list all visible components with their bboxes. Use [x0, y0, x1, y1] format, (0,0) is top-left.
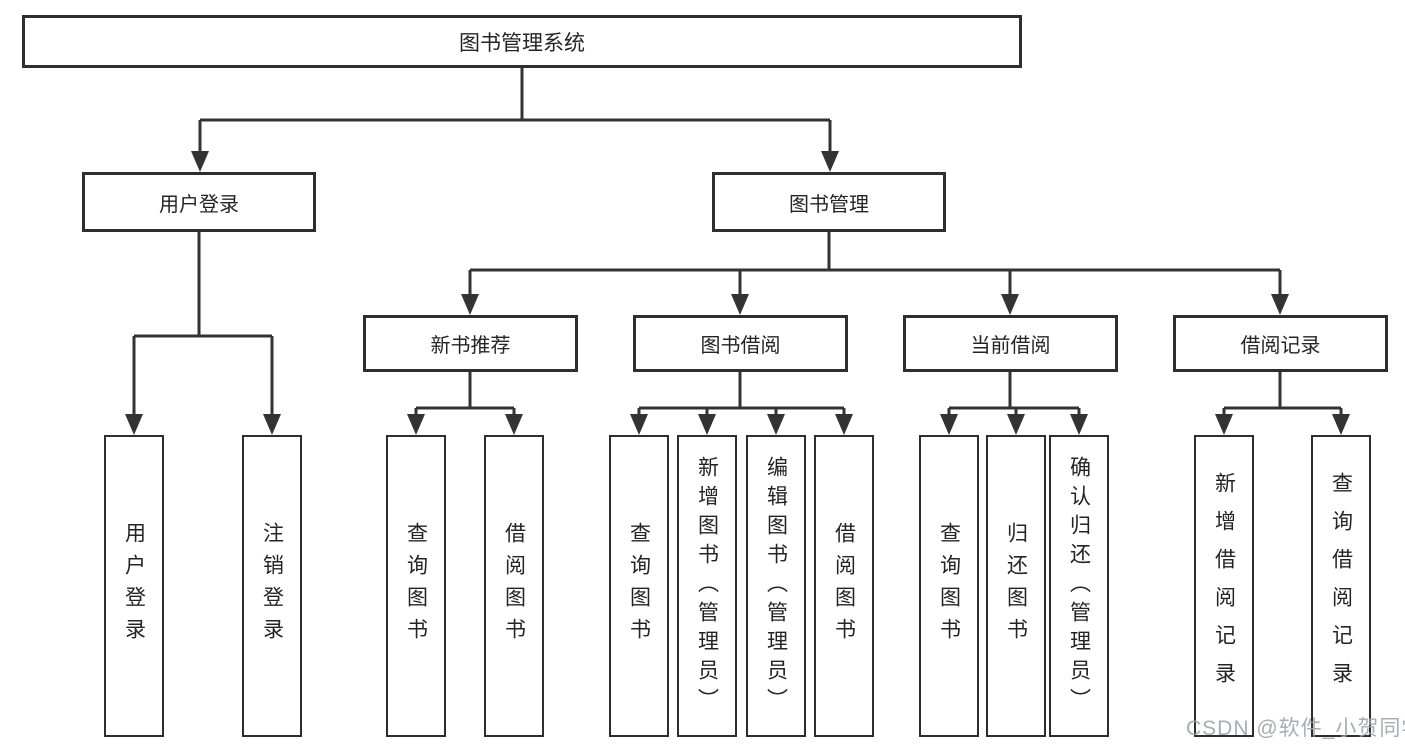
- leaf-borrow-books-recommend: 借阅图书: [484, 435, 544, 737]
- node-label: 图书管理系统: [459, 31, 585, 55]
- leaf-edit-book-admin: 编辑图书（管理员）: [746, 435, 806, 737]
- connector-user-login-branch: [132, 232, 274, 418]
- node-label: 新书推荐: [430, 335, 511, 357]
- node-label: 查询图书: [627, 522, 651, 650]
- leaf-return-books: 归还图书: [986, 435, 1046, 737]
- node-book-borrow: 图书借阅: [633, 315, 848, 372]
- node-label: 借阅记录: [1240, 335, 1321, 357]
- leaf-logout: 注销登录: [242, 435, 302, 737]
- node-label: 查询借阅记录: [1329, 472, 1353, 700]
- node-label: 新增图书（管理员）: [695, 455, 719, 717]
- node-borrow-records: 借阅记录: [1173, 315, 1388, 372]
- connector-book-management-branch: [468, 232, 1282, 299]
- arrowheads-user-login-leaves: [125, 414, 281, 435]
- leaf-add-book-admin: 新增图书（管理员）: [677, 435, 737, 737]
- arrowheads-new-book-recommend-leaves: [407, 414, 523, 435]
- node-label: 归还图书: [1004, 522, 1028, 650]
- node-label: 图书借阅: [700, 335, 781, 357]
- node-label: 用户登录: [159, 193, 239, 216]
- node-label: 图书管理: [789, 193, 869, 216]
- connector-borrow-records-branch: [1222, 372, 1343, 420]
- node-label: 当前借阅: [970, 335, 1051, 357]
- leaf-confirm-return-admin: 确认归还（管理员）: [1049, 435, 1109, 737]
- arrowheads-level3: [461, 294, 1289, 315]
- watermark: CSDN @软件_小贺同学: [1186, 717, 1405, 740]
- connector-book-borrow-branch: [637, 372, 846, 420]
- arrowheads-current-borrow-leaves: [940, 414, 1088, 435]
- node-book-management-system: 图书管理系统: [22, 15, 1022, 68]
- node-user-login: 用户登录: [82, 172, 316, 232]
- connector-current-borrow-branch: [947, 372, 1081, 420]
- node-label: 确认归还（管理员）: [1067, 455, 1091, 717]
- leaf-user-login: 用户登录: [104, 435, 164, 737]
- node-label: 用户登录: [122, 522, 146, 650]
- node-new-book-recommend: 新书推荐: [363, 315, 578, 372]
- leaf-query-books-borrow: 查询图书: [609, 435, 669, 737]
- leaf-query-borrow-record: 查询借阅记录: [1311, 435, 1371, 737]
- node-label: 注销登录: [260, 522, 284, 650]
- connector-root-to-level2: [198, 68, 832, 155]
- connector-new-book-recommend-branch: [414, 372, 516, 420]
- leaf-borrow-books: 借阅图书: [814, 435, 874, 737]
- node-label: 新增借阅记录: [1212, 472, 1236, 700]
- node-label: 编辑图书（管理员）: [764, 455, 788, 717]
- node-book-management: 图书管理: [712, 172, 946, 232]
- leaf-query-books-recommend: 查询图书: [386, 435, 446, 737]
- leaf-query-books-current: 查询图书: [919, 435, 979, 737]
- node-label: 借阅图书: [832, 522, 856, 650]
- arrowheads-level2: [191, 151, 839, 172]
- node-label: 查询图书: [937, 522, 961, 650]
- node-label: 查询图书: [404, 522, 428, 650]
- node-current-borrow: 当前借阅: [903, 315, 1118, 372]
- arrowheads-borrow-records-leaves: [1215, 414, 1350, 435]
- node-label: 借阅图书: [502, 522, 526, 650]
- arrowheads-book-borrow-leaves: [630, 414, 853, 435]
- leaf-add-borrow-record: 新增借阅记录: [1194, 435, 1254, 737]
